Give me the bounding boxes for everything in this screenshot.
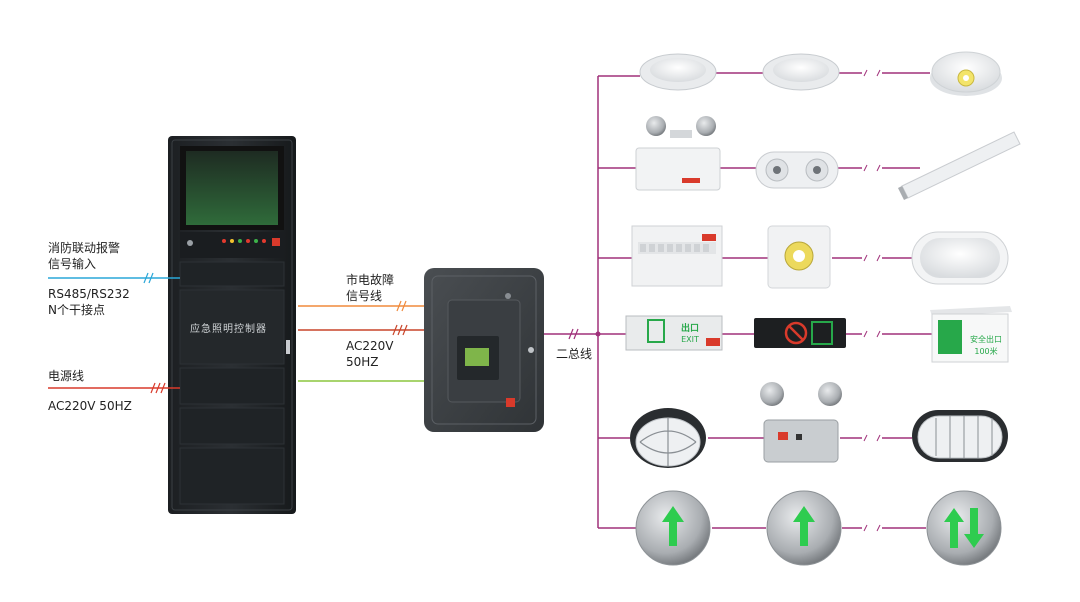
emergency-lighting-controller-cabinet [168,136,296,514]
ac-label-line2: 50HZ [346,355,379,369]
explosion-proof-round-light-icon [630,408,706,468]
ac220v-line [298,324,426,336]
mains-fault-signal-line [298,300,426,312]
mains-fault-label-line2: 信号线 [346,289,383,303]
power-line-label: 电源线 [48,369,85,383]
mains-fault-label-line1: 市电故障 [346,273,395,287]
round-ceiling-light-icon [930,51,1002,96]
cabinet-handle [286,340,290,354]
exit-sign-hanging-icon: 安全出口 100米 [930,306,1012,363]
power-line [48,382,180,394]
exit-sign-dark-icon [754,318,846,348]
cabinet-indicator-panel [180,232,284,258]
fire-alarm-signal-line [48,272,180,284]
downlight-icon [639,53,717,91]
cabinet-panel-label: 应急照明控制器 [190,324,267,335]
square-ceiling-light-icon [767,225,831,289]
ac-label-line1: AC220V [346,339,394,353]
exit-sign-panel-icon: 出口 EXIT [625,315,723,351]
fire-alarm-label-line2: 信号输入 [48,257,97,271]
box-lcd-screen [465,348,489,366]
exit-en-text: EXIT [681,335,699,344]
power-spec-label: AC220V 50HZ [48,399,132,413]
rs485-label-line2: N个干接点 [48,303,105,317]
safe-exit-text: 安全出口 [970,334,1002,344]
floor-arrow-bidirectional-icon [926,490,1002,566]
rs485-label-line1: RS485/RS232 [48,287,130,301]
bus-branches [598,72,932,529]
distribution-panel-icon [631,225,723,287]
floor-arrow-up-icon [635,490,711,566]
twin-head-emergency-light-icon [635,116,721,191]
bus-label: 二总线 [556,347,593,361]
explosion-proof-twin-head-icon [760,382,842,463]
exit-cn-text: 出口 [681,322,699,334]
distance-text: 100米 [974,346,997,356]
twin-lens-light-icon [755,151,839,189]
downlight-icon [762,53,840,91]
explosion-proof-oval-light-icon [912,410,1008,462]
cabinet-screen [186,151,278,225]
box-lock [528,347,534,353]
distribution-box [424,268,544,432]
linear-batten-light-icon [898,131,1021,200]
floor-arrow-up-icon [766,490,842,566]
two-wire-bus-trunk [544,76,601,528]
fire-alarm-label-line1: 消防联动报警 [48,241,121,255]
oval-bulkhead-light-icon [911,231,1009,285]
bus-continuation-marks [863,69,881,532]
